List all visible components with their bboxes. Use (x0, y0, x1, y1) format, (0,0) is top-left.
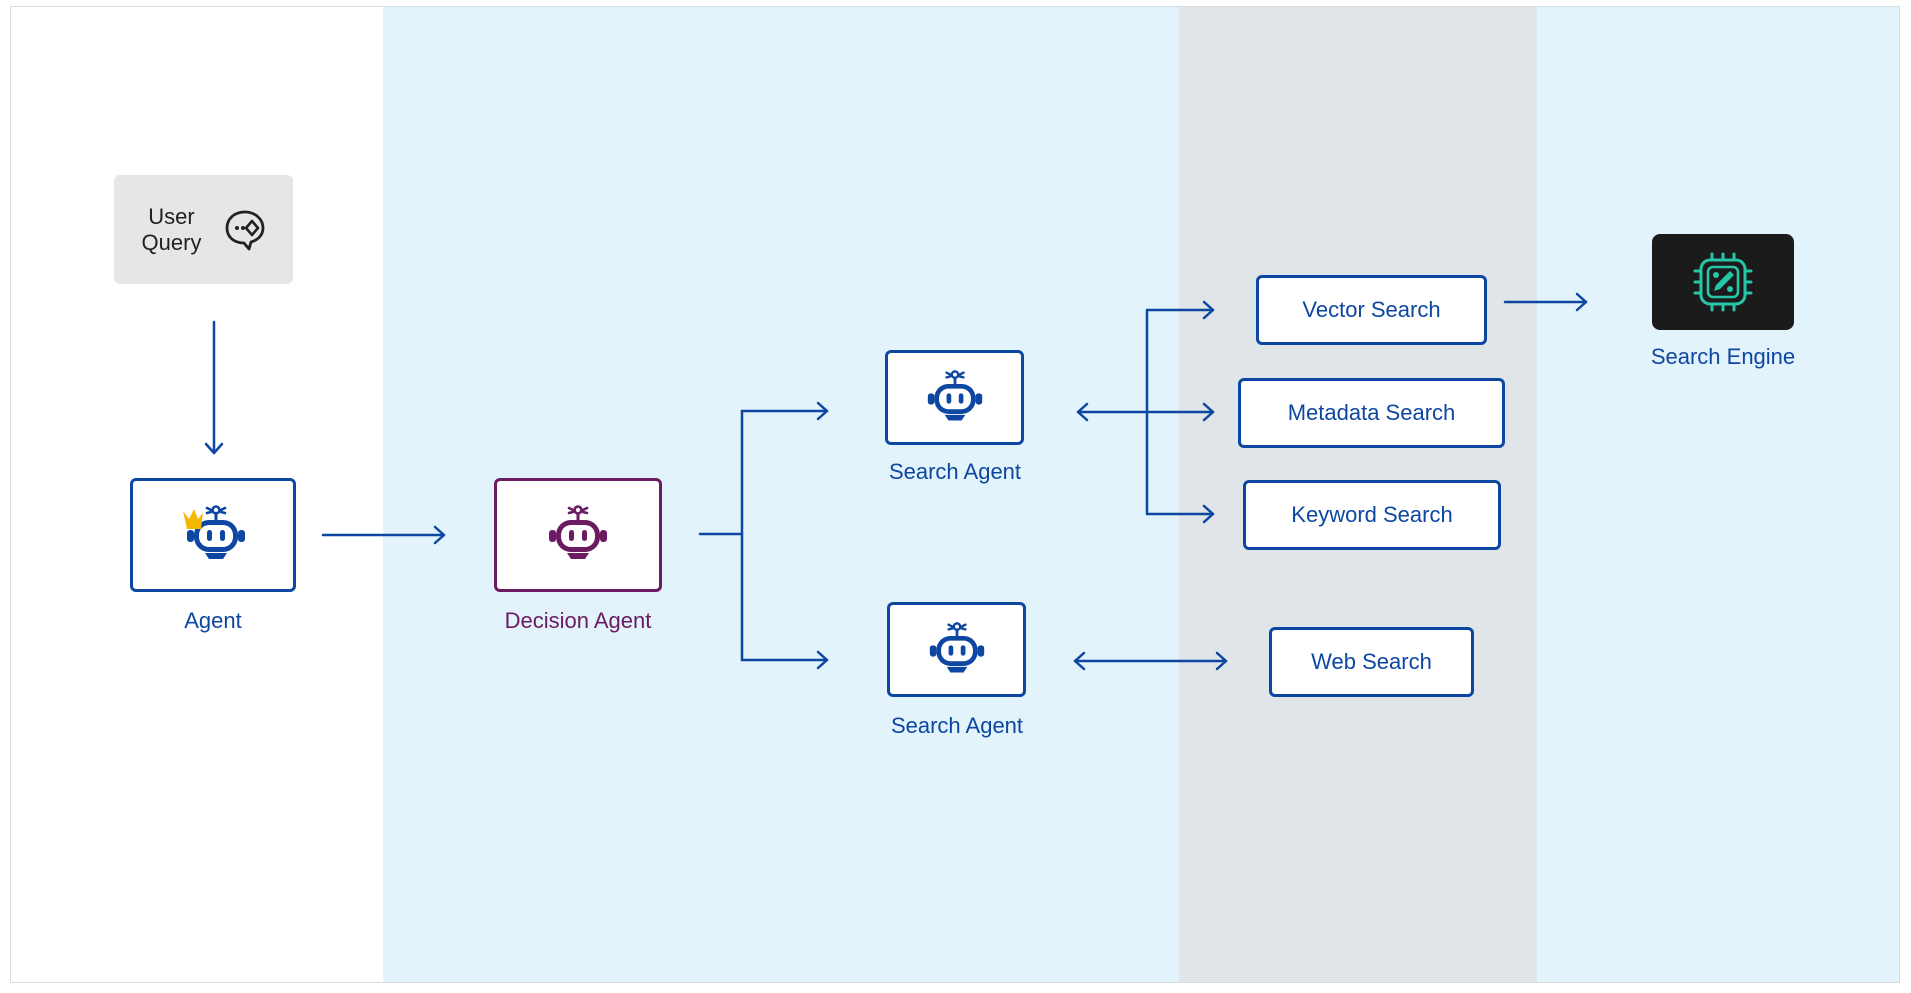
arrow-search-agent-web-search (1073, 651, 1228, 671)
chat-bubble-icon (225, 210, 264, 250)
search-engine-label: Search Engine (1650, 344, 1796, 369)
branch-decision-to-search-agents (698, 401, 829, 670)
search-engine-node (1652, 234, 1794, 330)
arrow-query-to-agent (204, 320, 224, 455)
metadata-search-node: Metadata Search (1238, 378, 1505, 448)
vector-search-node: Vector Search (1256, 275, 1487, 345)
robot-with-crown-icon (183, 505, 245, 559)
robot-icon (927, 369, 982, 420)
robot-icon (929, 621, 984, 672)
engine-zone-panel (1537, 7, 1899, 982)
outer-frame (10, 6, 1900, 983)
robot-icon (549, 505, 607, 559)
crown-icon (183, 509, 203, 529)
search-agent-top-label: Search Agent (888, 459, 1022, 484)
keyword-search-node: Keyword Search (1243, 480, 1501, 550)
search-agent-bottom-node (887, 602, 1026, 697)
search-agent-bottom-label: Search Agent (890, 713, 1024, 738)
decision-agent-label: Decision Agent (504, 608, 652, 633)
web-search-node: Web Search (1269, 627, 1474, 697)
decision-agent-node (494, 478, 662, 592)
agent-node (130, 478, 296, 592)
arrow-vector-to-engine (1503, 292, 1588, 312)
chip-icon (1693, 252, 1753, 312)
user-query-text: User Query (141, 203, 202, 255)
search-agent-top-node (885, 350, 1024, 445)
agent-label: Agent (184, 608, 242, 633)
arrow-agent-to-decision (321, 525, 446, 545)
branch-search-agent-to-methods (1076, 300, 1215, 524)
user-query-node: User Query (114, 175, 293, 284)
